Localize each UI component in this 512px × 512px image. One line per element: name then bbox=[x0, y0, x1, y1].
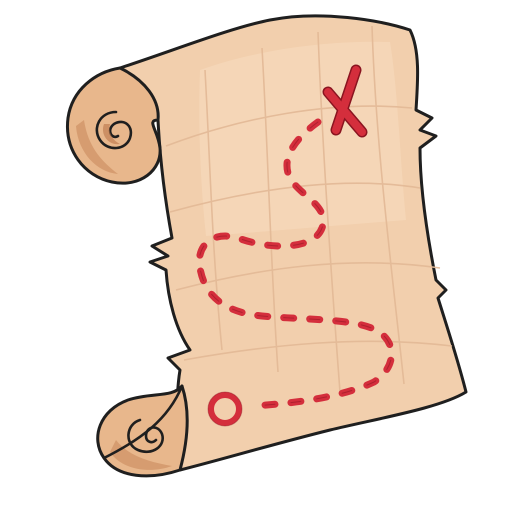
grid-line bbox=[175, 262, 441, 291]
grid-line bbox=[183, 340, 453, 361]
map-grid bbox=[165, 25, 453, 393]
parchment-highlight bbox=[199, 41, 406, 236]
bottom-roll-lip bbox=[102, 384, 184, 460]
top-roll-shade bbox=[76, 120, 118, 174]
grid-line bbox=[261, 47, 279, 373]
x-mark-icon bbox=[322, 64, 368, 138]
treasure-trail-outline bbox=[198, 121, 392, 407]
start-circle-icon bbox=[207, 391, 243, 427]
bottom-roll-spiral bbox=[127, 418, 164, 454]
grid-line bbox=[204, 69, 223, 351]
top-roll bbox=[66, 66, 162, 185]
bottom-roll-shade bbox=[110, 440, 172, 470]
grid-line bbox=[371, 25, 405, 385]
grid-line bbox=[165, 105, 413, 147]
grid-line bbox=[317, 31, 341, 393]
bottom-roll bbox=[96, 384, 189, 478]
top-roll-spiral bbox=[95, 110, 133, 150]
top-roll-inner-shadow bbox=[102, 124, 120, 145]
